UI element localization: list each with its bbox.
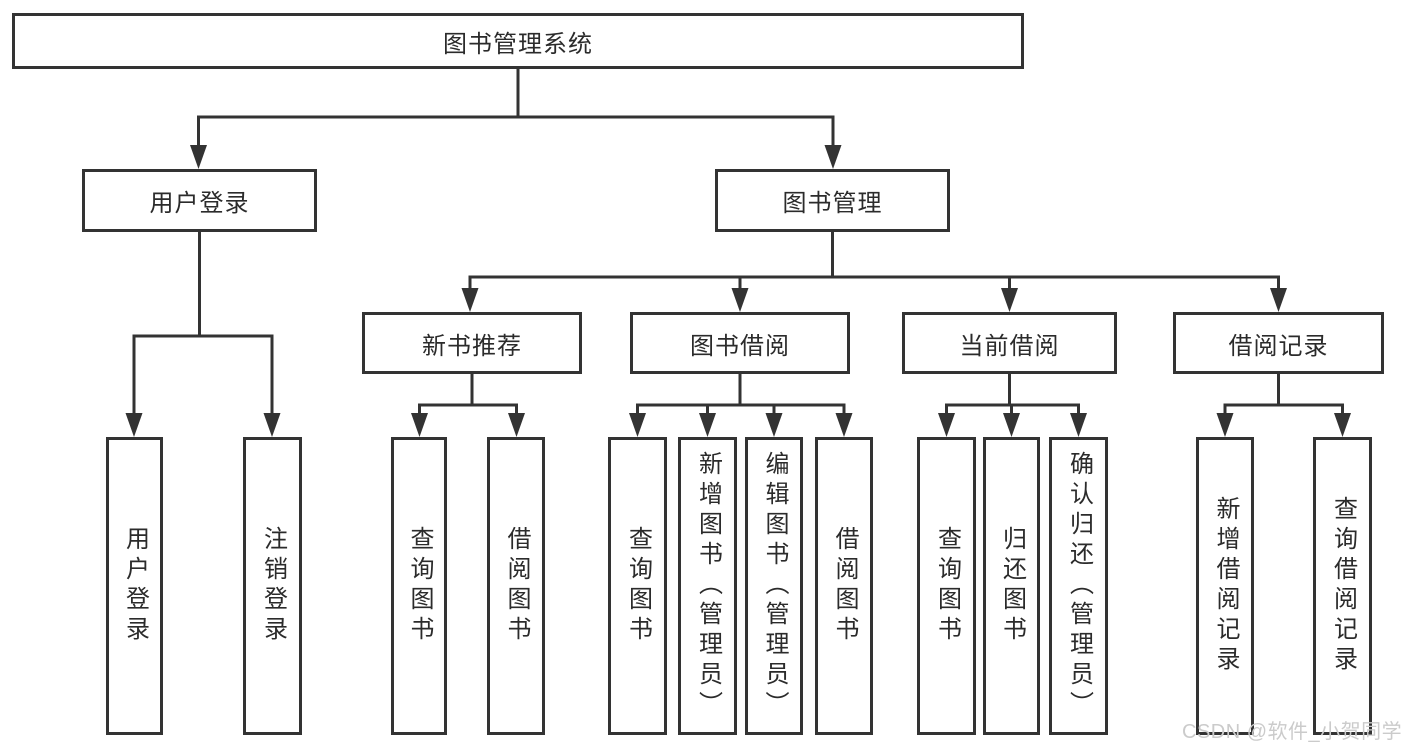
leaf-confirm-return-admin: 确认归还（管理员） xyxy=(1049,437,1108,735)
leaf-user-login: 用户登录 xyxy=(106,437,163,735)
leaf-query-book-current: 查询图书 xyxy=(917,437,976,735)
node-user-login-branch: 用户登录 xyxy=(82,169,317,232)
node-borrow-records: 借阅记录 xyxy=(1173,312,1384,374)
leaf-borrow-book-recommend: 借阅图书 xyxy=(487,437,545,735)
leaf-add-book-admin: 新增图书（管理员） xyxy=(678,437,737,735)
node-new-book-recommend: 新书推荐 xyxy=(362,312,582,374)
leaf-add-borrow-record: 新增借阅记录 xyxy=(1196,437,1254,735)
leaf-query-book-borrow: 查询图书 xyxy=(608,437,667,735)
node-book-management-branch: 图书管理 xyxy=(715,169,950,232)
leaf-query-borrow-record: 查询借阅记录 xyxy=(1313,437,1372,735)
leaf-return-book: 归还图书 xyxy=(983,437,1040,735)
leaf-borrow-book: 借阅图书 xyxy=(815,437,873,735)
leaf-query-book-recommend: 查询图书 xyxy=(391,437,447,735)
leaf-edit-book-admin: 编辑图书（管理员） xyxy=(745,437,803,735)
node-book-borrow: 图书借阅 xyxy=(630,312,850,374)
node-root-library-system: 图书管理系统 xyxy=(12,13,1024,69)
leaf-logout: 注销登录 xyxy=(243,437,302,735)
csdn-watermark: CSDN @软件_小贺同学 xyxy=(1182,721,1403,743)
node-current-borrow: 当前借阅 xyxy=(902,312,1117,374)
